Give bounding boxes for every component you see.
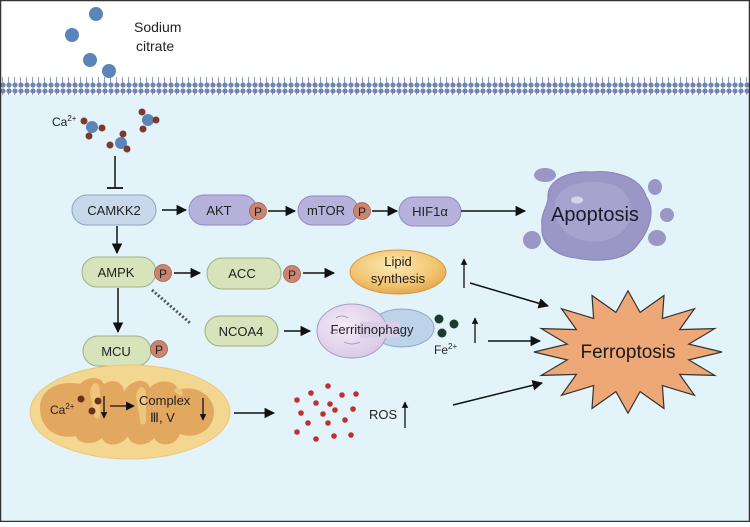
ferroptosis-burst[interactable]: Ferroptosis (533, 289, 723, 415)
citrate-molecule (83, 53, 97, 67)
node-ampk[interactable]: AMPK (81, 256, 157, 288)
phospho-acc: P (283, 265, 301, 283)
arrow-ros-ferroptosis (452, 380, 544, 406)
mito-calcium-label: Ca2+ (50, 402, 75, 417)
sodium-citrate-label-2: citrate (136, 38, 174, 54)
ros-dot (350, 406, 356, 412)
mcu-label: MCU (101, 344, 131, 359)
ros-dot (342, 417, 348, 423)
svg-text:P: P (254, 205, 262, 219)
svg-text:P: P (155, 343, 163, 357)
extracellular-space (0, 0, 750, 80)
citrate-molecule (102, 64, 116, 78)
ros-dot (339, 392, 345, 398)
ros-dot (308, 390, 314, 396)
phospho-mcu: P (150, 340, 168, 358)
ros-dot (320, 411, 326, 417)
ros-dot (353, 391, 359, 397)
phospho-ampk: P (154, 264, 172, 282)
node-camkk2[interactable]: CAMKK2 (71, 194, 157, 226)
dotted-arrow-ampk-ncoa4 (151, 288, 191, 325)
ros-dot (313, 400, 319, 406)
ros-dot (327, 401, 333, 407)
calcium-label: Ca2+ (52, 114, 77, 129)
mito-calcium-ions (77, 395, 102, 415)
svg-text:P: P (159, 267, 167, 281)
ros-dot (305, 420, 311, 426)
acc-label: ACC (228, 266, 255, 281)
ros-particles (294, 383, 359, 442)
lipid-label-2: synthesis (371, 271, 426, 286)
camkk2-label: CAMKK2 (87, 203, 140, 218)
citrate-molecule (89, 7, 103, 21)
iron-label: Fe2+ (434, 342, 457, 357)
calcium-citrate-complex (138, 108, 160, 133)
lipid-synthesis[interactable]: Lipid synthesis (349, 249, 447, 295)
lipid-label-1: Lipid (384, 254, 411, 269)
phospho-akt: P (249, 202, 267, 220)
node-mcu[interactable]: MCU (82, 335, 152, 367)
ros-dot (294, 397, 300, 403)
hif1a-label: HIF1α (412, 204, 448, 219)
sodium-citrate-label-1: Sodium (134, 19, 181, 35)
calcium-citrate-complex (80, 117, 106, 140)
ros-label: ROS (369, 407, 398, 422)
apoptosis-label: Apoptosis (551, 204, 639, 226)
citrate-molecule (65, 28, 79, 42)
ferroptosis-label: Ferroptosis (580, 342, 675, 363)
phospho-mtor: P (353, 202, 371, 220)
ros-dot (332, 407, 338, 413)
ros-dot (298, 410, 304, 416)
node-acc[interactable]: ACC (206, 257, 282, 290)
ros-dot (294, 429, 300, 435)
complex-label-2: Ⅲ, V (150, 410, 175, 425)
iron-ions (434, 314, 459, 338)
akt-label: AKT (206, 203, 231, 218)
sodium-citrate-molecules (65, 7, 116, 78)
arrow-lipid-ferroptosis (469, 282, 550, 309)
ros-dot (348, 432, 354, 438)
ros-dot (325, 420, 331, 426)
ampk-label: AMPK (98, 265, 135, 280)
ros-dot (325, 383, 331, 389)
calcium-citrate-complex (106, 130, 131, 153)
ros-dot (331, 433, 337, 439)
node-hif1a[interactable]: HIF1α (398, 196, 462, 227)
node-mtor[interactable]: mTOR (297, 195, 359, 226)
node-akt[interactable]: AKT (188, 194, 258, 226)
svg-text:P: P (358, 205, 366, 219)
svg-text:P: P (288, 268, 296, 282)
mtor-label: mTOR (307, 203, 345, 218)
ros-dot (313, 436, 319, 442)
mitochondrion[interactable] (29, 364, 231, 460)
cell-membrane (0, 77, 750, 95)
node-ncoa4[interactable]: NCOA4 (204, 315, 279, 347)
complex-label-1: Complex (139, 393, 191, 408)
ferritinophagy[interactable]: Ferritinophagy (316, 303, 435, 359)
ferritinophagy-label: Ferritinophagy (330, 322, 414, 337)
apoptosis-cell[interactable]: Apoptosis (523, 168, 674, 261)
ncoa4-label: NCOA4 (219, 324, 264, 339)
